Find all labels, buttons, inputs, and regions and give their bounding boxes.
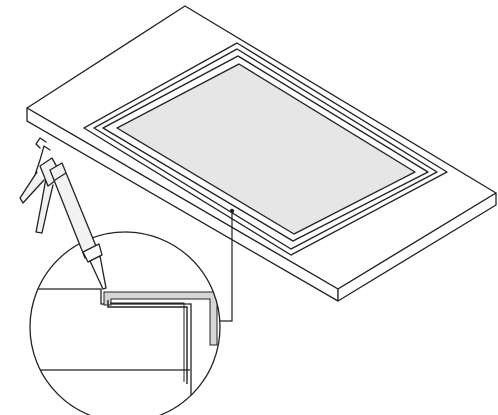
gun-barrel-ring (54, 172, 67, 181)
gun-nozzle (89, 255, 107, 290)
detail-circle-border (29, 231, 221, 415)
gun-collar (82, 243, 103, 263)
caulking-gun-icon (19, 137, 107, 290)
gun-rod-hook (35, 137, 47, 149)
detail-callout (29, 231, 221, 415)
gun-grip (19, 171, 45, 204)
countertop-side-edge (337, 192, 497, 302)
sealant-bead-section (103, 291, 218, 346)
glass-panel (116, 63, 416, 235)
cutout-frame (83, 42, 448, 256)
gun-barrel (49, 162, 99, 259)
appliance-frame-section-inner (110, 302, 185, 382)
sealant-bead-outline (93, 48, 438, 250)
gun-trigger (35, 177, 54, 234)
appliance-frame-section (107, 300, 188, 384)
detail-cross-section (30, 288, 218, 415)
detail-circle-fill (30, 232, 220, 415)
cutout-outer-outline (83, 42, 448, 256)
